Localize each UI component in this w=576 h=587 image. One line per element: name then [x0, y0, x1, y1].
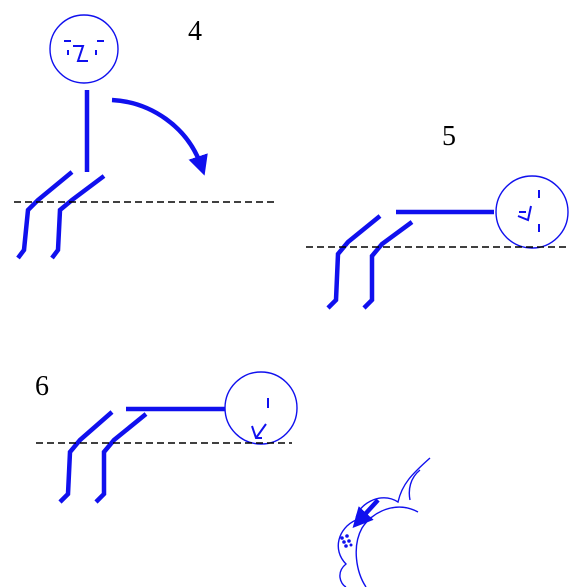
step-5-head — [495, 175, 569, 249]
step-6-panel: 6 — [35, 371, 298, 504]
step-5-panel: 5 — [306, 121, 570, 310]
detail-arrow-icon — [352, 498, 380, 528]
step-4-head — [49, 14, 119, 84]
step-6-leg-front — [94, 412, 148, 504]
step-4-number: 4 — [188, 16, 202, 47]
detail-outer-outline — [337, 457, 431, 587]
step-5-leg-back — [326, 214, 382, 310]
detail-inset — [337, 457, 431, 587]
step-4-curved-arrow-icon — [111, 97, 208, 176]
step-6-head — [224, 371, 298, 445]
step-6-leg-back — [58, 410, 114, 504]
step-4-leg-front — [50, 174, 106, 260]
step-5-leg-front — [362, 220, 414, 310]
step-5-number: 5 — [442, 121, 456, 152]
step-4-panel: 4 — [14, 14, 276, 260]
step-6-number: 6 — [35, 371, 49, 402]
step-4-leg-back — [16, 170, 74, 260]
detail-dots — [340, 534, 353, 548]
detail-inner-outline — [355, 469, 421, 587]
